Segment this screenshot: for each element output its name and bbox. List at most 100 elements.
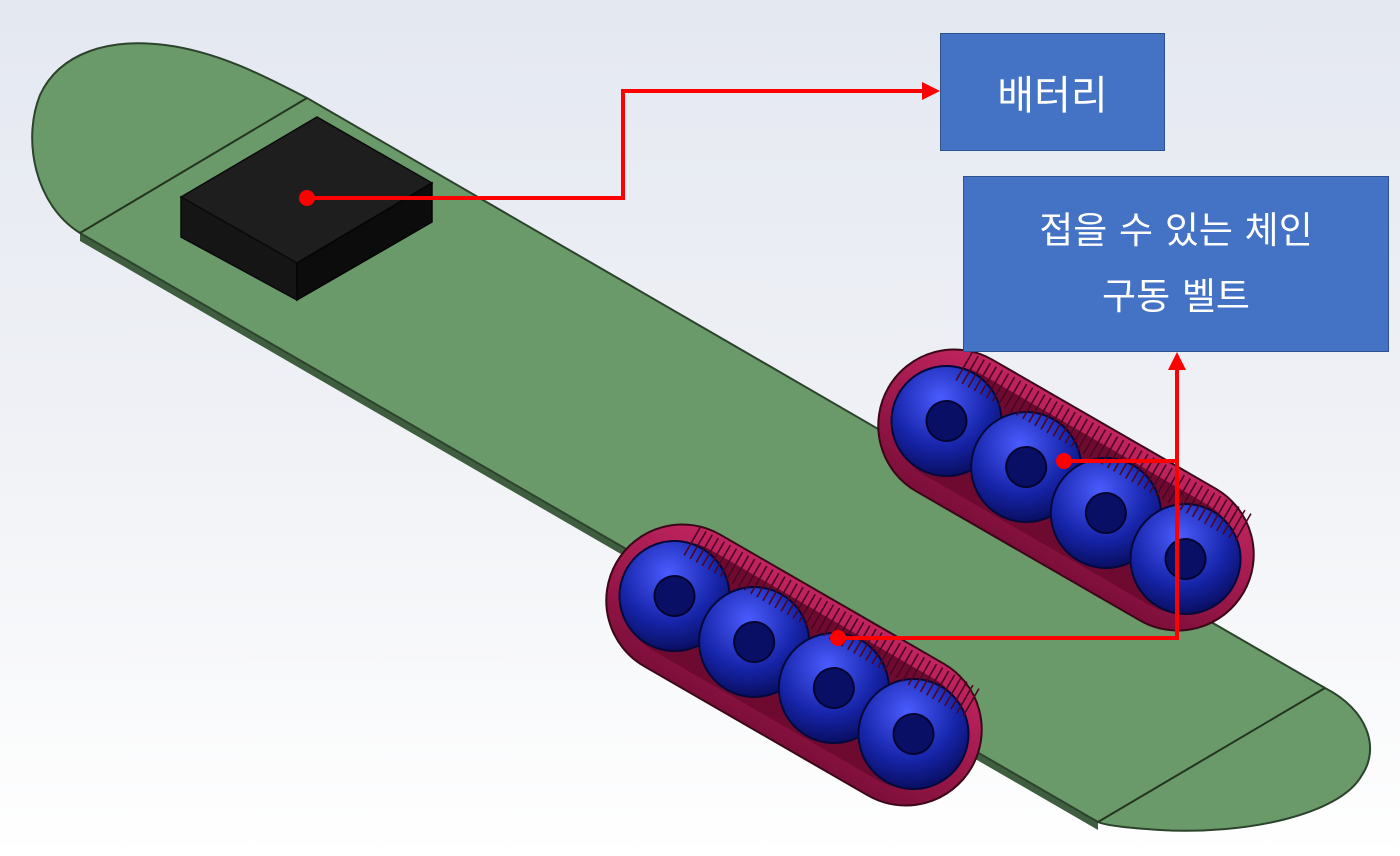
belt-tooth <box>798 593 816 623</box>
rear-chain-belt <box>877 348 1255 632</box>
belt-tooth <box>1034 397 1052 427</box>
belt-callout-arrowhead <box>1168 352 1186 370</box>
belt-tooth <box>731 555 750 584</box>
belt-tooth <box>913 660 932 689</box>
belt-tooth <box>768 576 786 605</box>
belt-tooth <box>1009 383 1028 413</box>
belt-tooth <box>1191 488 1210 518</box>
belt-tooth <box>1064 415 1082 444</box>
belt-tooth <box>979 366 998 395</box>
battery-callout-line <box>307 89 924 200</box>
belt-tooth <box>1094 432 1113 462</box>
roller-hub <box>812 667 855 709</box>
belt-tooth <box>931 670 950 700</box>
belt-tooth <box>804 597 823 626</box>
belt-tooth <box>961 355 979 385</box>
rear-belt-teeth <box>955 352 1252 542</box>
roller-hub <box>892 713 935 755</box>
roller-hub <box>925 400 968 442</box>
belt-tooth <box>1210 499 1228 528</box>
belt-tooth <box>1040 401 1058 430</box>
chain-belt-label: 접을 수 있는 체인 구동 벨트 <box>963 176 1389 352</box>
belt-tooth <box>737 558 756 588</box>
belt-tooth <box>944 677 962 707</box>
roller-hub <box>1084 492 1127 534</box>
belt-tooth <box>871 635 889 665</box>
board <box>31 42 1372 832</box>
belt-tooth <box>683 527 701 556</box>
belt-tooth <box>1203 495 1222 525</box>
belt-tooth <box>792 590 810 619</box>
rear-belt-callout-dot <box>1056 453 1072 469</box>
belt-tooth <box>938 674 956 703</box>
battery-block <box>179 116 434 302</box>
belt-tooth <box>973 362 991 392</box>
belt-tooth <box>1076 422 1095 451</box>
roller-hub <box>733 621 776 663</box>
belt-tooth <box>962 688 980 717</box>
belt-tooth <box>1070 418 1088 448</box>
board-nose-seam <box>79 97 308 234</box>
belt-tooth <box>689 530 707 560</box>
battery-label-text: 배터리 <box>997 73 1108 119</box>
belt-tooth <box>780 583 798 612</box>
belt-tooth <box>925 667 944 696</box>
belt-tooth <box>1234 513 1252 542</box>
belt-tooth <box>991 373 1010 402</box>
belt-tooth <box>1149 464 1167 493</box>
belt-tooth <box>919 663 938 693</box>
belt-tooth <box>1143 460 1161 490</box>
belt-tooth <box>1022 390 1040 420</box>
belt-tooth <box>1028 394 1046 423</box>
belt-tooth <box>756 569 774 598</box>
belt-tooth <box>889 646 907 675</box>
front-rollers <box>618 540 970 790</box>
belt-tooth <box>967 359 985 388</box>
front-belt-callout-dot <box>830 630 846 646</box>
belt-tooth <box>1046 404 1064 434</box>
belt-tooth <box>750 565 768 595</box>
battery-side <box>296 181 433 302</box>
belt-tooth <box>1113 443 1131 472</box>
front-chain-belt <box>605 523 983 807</box>
belt-tooth <box>762 572 780 602</box>
belt-tooth <box>1016 387 1034 416</box>
belt-tooth <box>907 656 926 686</box>
battery-label: 배터리 <box>940 33 1165 151</box>
belt-tooth <box>1222 506 1240 535</box>
belt-tooth <box>1179 481 1198 511</box>
belt-tooth <box>901 653 920 682</box>
belt-tooth <box>1058 411 1076 441</box>
rear-rollers <box>890 365 1242 615</box>
belt-tooth <box>859 628 877 658</box>
chain-belt-label-line1: 접을 수 있는 체인 <box>1039 209 1313 252</box>
board-deck <box>31 42 1372 832</box>
belt-tooth <box>713 544 732 574</box>
belt-tooth <box>1088 429 1107 458</box>
belt-tooth <box>950 681 968 710</box>
belt-tooth <box>822 607 841 637</box>
belt-tooth <box>1003 380 1022 409</box>
belt-tooth <box>956 684 974 714</box>
belt-tooth <box>883 642 901 672</box>
callout-lines <box>299 82 1186 646</box>
roller-hub <box>653 575 696 617</box>
belt-tooth <box>1052 408 1070 437</box>
belt-tooth <box>1185 485 1204 514</box>
belt-tooth <box>877 639 895 668</box>
belt-tooth <box>1106 439 1125 469</box>
belt-tooth <box>719 548 738 577</box>
belt-tooth <box>695 534 713 563</box>
board-tail-seam <box>1097 687 1326 823</box>
belt-tooth <box>816 604 835 633</box>
belt-tooth <box>955 352 973 381</box>
battery-callout-dot <box>299 190 315 206</box>
belt-tooth <box>1197 492 1216 521</box>
belt-tooth <box>1228 509 1246 539</box>
belt-tooth <box>1131 453 1149 483</box>
belt-tooth <box>725 551 744 581</box>
belt-tooth <box>810 600 829 630</box>
belt-tooth <box>1125 450 1143 479</box>
belt-tooth <box>895 649 913 679</box>
